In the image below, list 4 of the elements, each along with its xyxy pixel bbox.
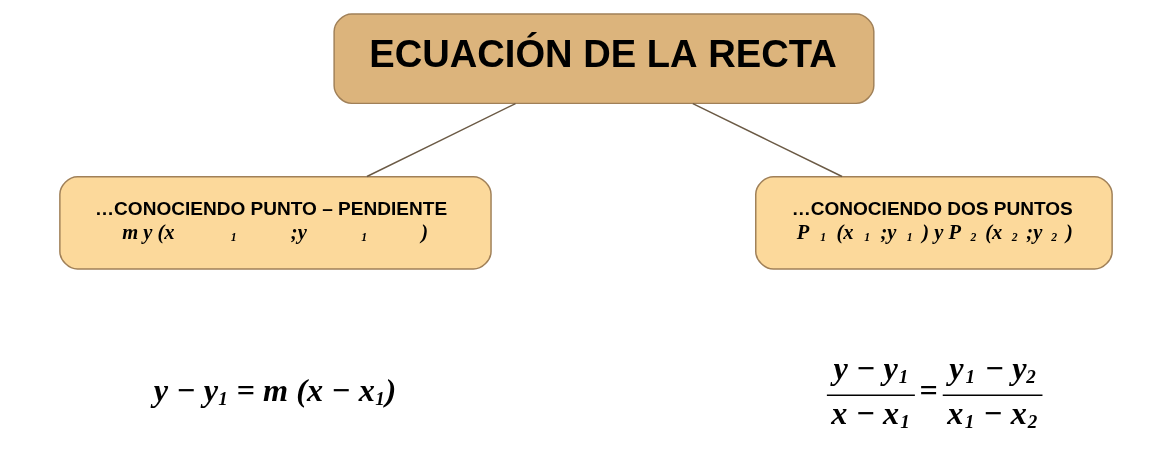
connector	[366, 102, 517, 178]
connector	[692, 102, 843, 178]
node-box: ECUACIÓN DE LA RECTA	[333, 13, 875, 105]
label: =	[919, 371, 938, 408]
